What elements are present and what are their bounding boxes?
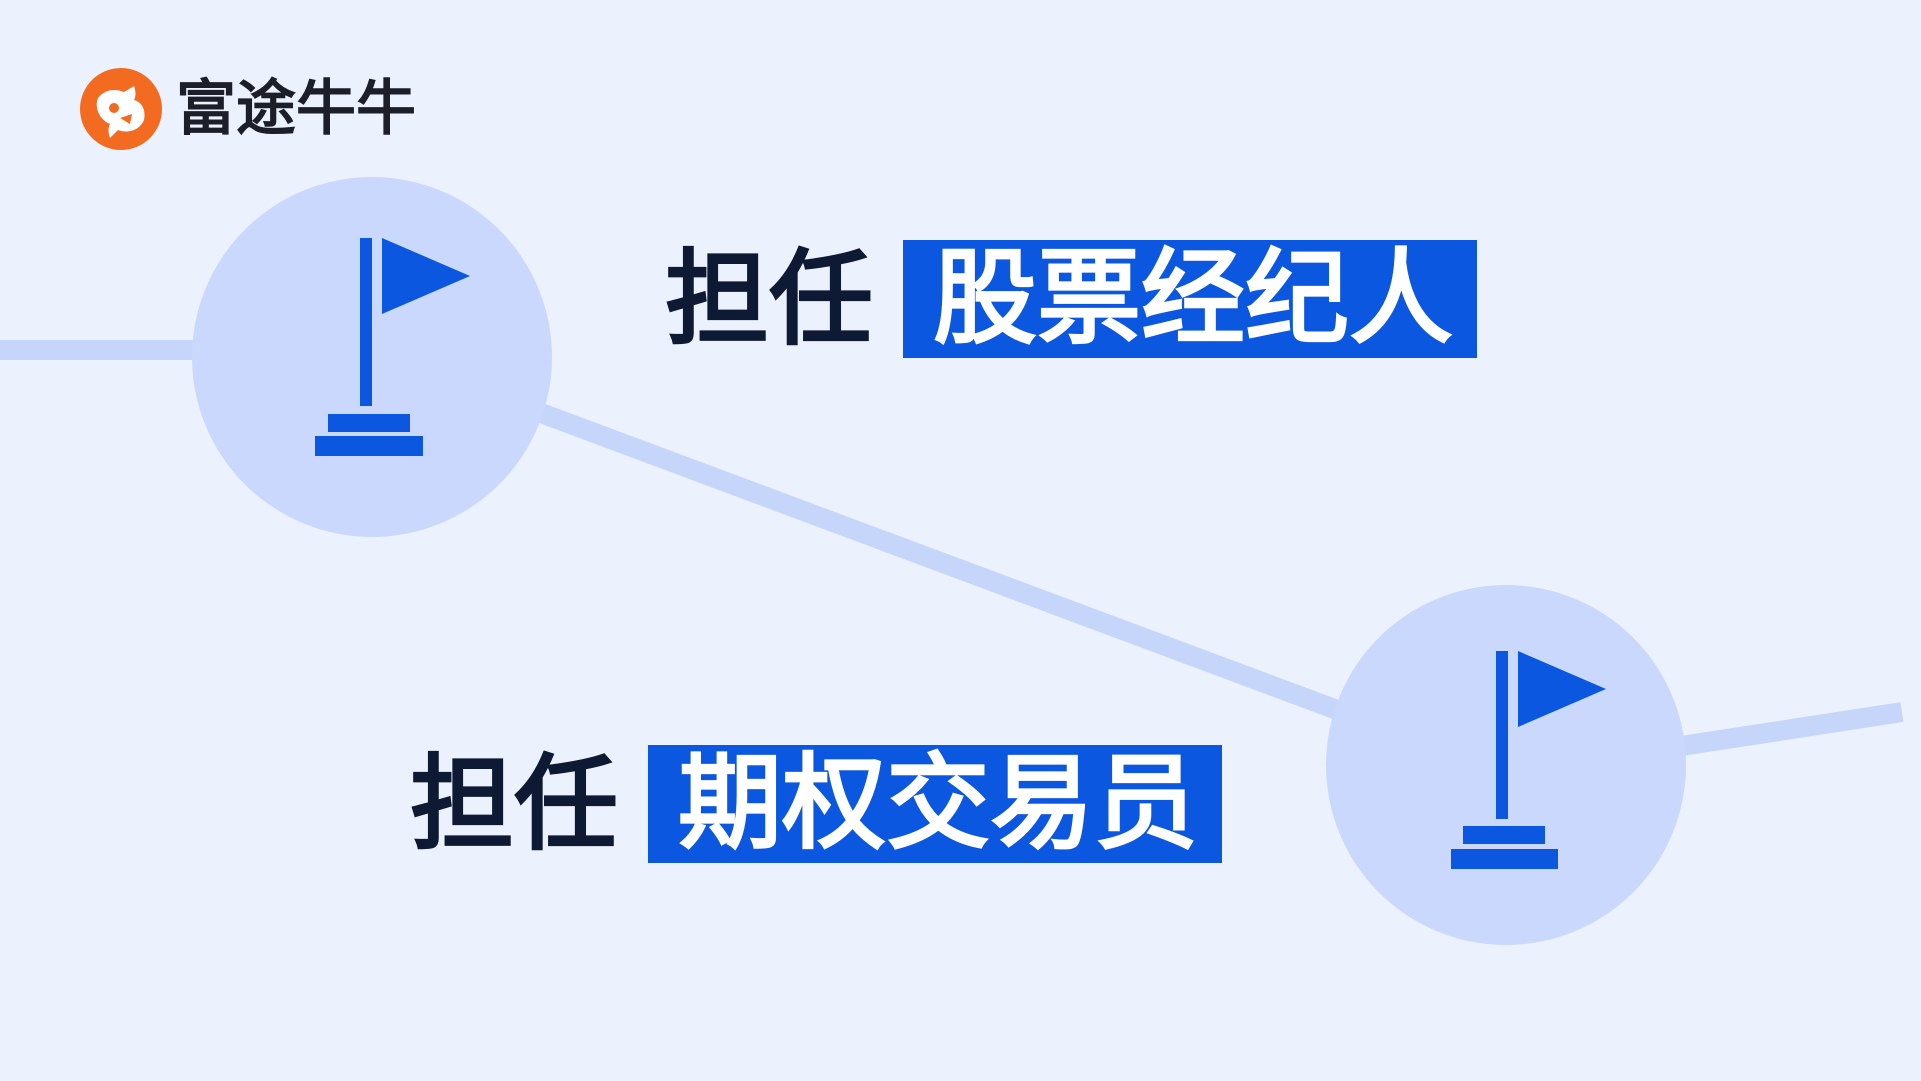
flag-icon xyxy=(1451,651,1606,869)
milestone-role-badge: 股票经纪人 xyxy=(903,240,1478,358)
flag-icon xyxy=(315,238,470,456)
milestone-label-1: 担任 股票经纪人 xyxy=(665,238,1478,360)
timeline-path xyxy=(0,340,1904,783)
milestone-role-badge: 期权交易员 xyxy=(648,745,1223,863)
milestone-label-2: 担任 期权交易员 xyxy=(410,743,1223,865)
brand-header: 富途牛牛 xyxy=(80,68,416,150)
milestone-prefix: 担任 xyxy=(410,743,619,865)
milestone-prefix: 担任 xyxy=(665,238,874,360)
futu-bull-logo-icon xyxy=(80,68,162,150)
milestone-node-2 xyxy=(1326,585,1686,945)
milestone-node-1 xyxy=(192,177,552,537)
brand-name: 富途牛牛 xyxy=(176,74,416,144)
